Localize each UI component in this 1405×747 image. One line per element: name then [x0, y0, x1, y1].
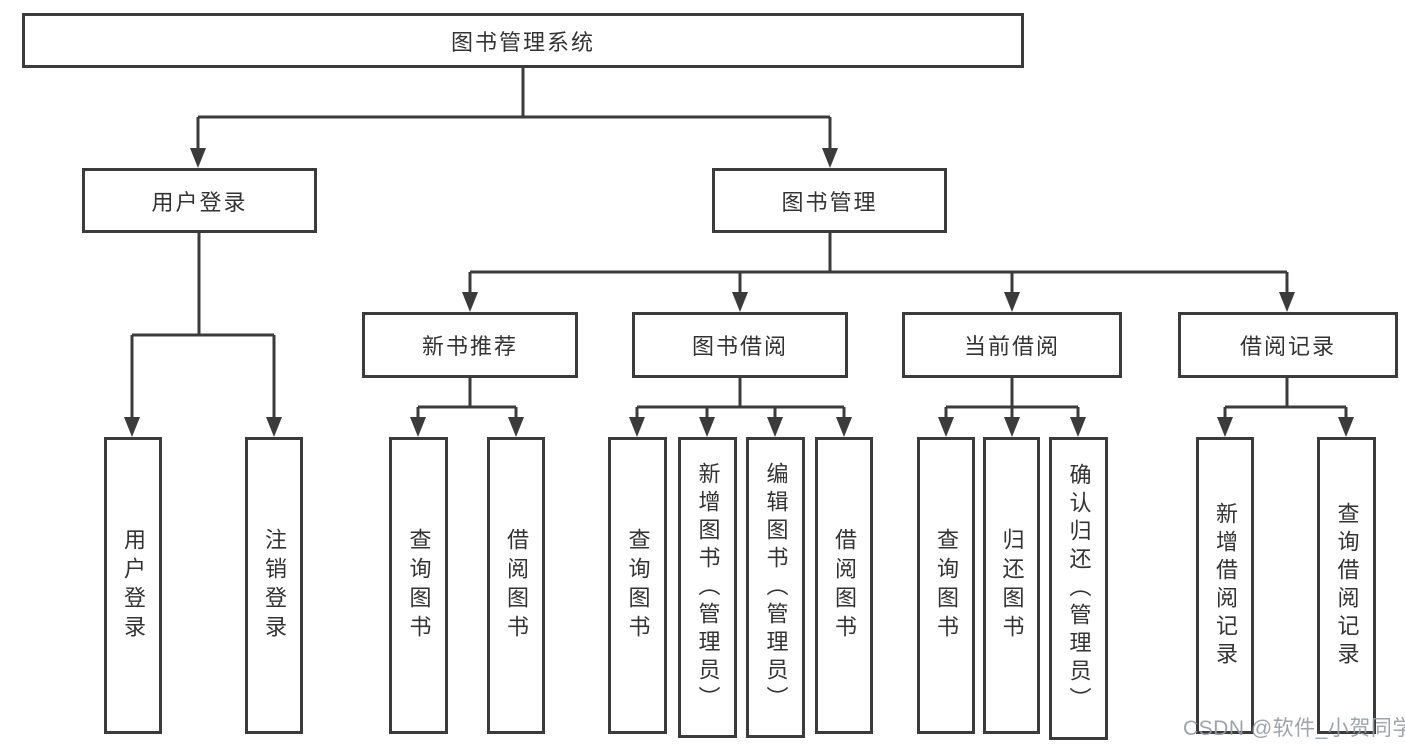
- node-borrow-query-books: 查询图书: [608, 437, 667, 734]
- node-logout-leaf: 注销登录: [245, 437, 303, 734]
- node-borrow-book-leaf: 借阅图书: [815, 437, 873, 734]
- node-return-book: 归还图书: [983, 437, 1040, 734]
- node-root: 图书管理系统: [22, 13, 1024, 68]
- node-new-book-recommend: 新书推荐: [362, 312, 578, 378]
- node-recommend-query-books: 查询图书: [389, 437, 448, 734]
- node-current-borrow: 当前借阅: [902, 312, 1122, 378]
- node-add-book-admin: 新增图书（管理员）: [678, 437, 737, 738]
- watermark: CSDN @软件_小贺同学: [1183, 717, 1405, 740]
- node-borrow-records: 借阅记录: [1178, 312, 1398, 378]
- node-book-borrow: 图书借阅: [632, 312, 848, 378]
- node-user-login: 用户登录: [82, 168, 317, 233]
- node-book-management: 图书管理: [712, 168, 947, 233]
- node-add-borrow-record: 新增借阅记录: [1196, 437, 1254, 734]
- node-confirm-return-admin: 确认归还（管理员）: [1049, 437, 1108, 740]
- node-query-borrow-record: 查询借阅记录: [1317, 437, 1376, 734]
- node-edit-book-admin: 编辑图书（管理员）: [746, 437, 805, 738]
- node-recommend-borrow-books: 借阅图书: [487, 437, 545, 734]
- node-user-login-leaf: 用户登录: [104, 437, 162, 734]
- node-current-query-books: 查询图书: [917, 437, 975, 734]
